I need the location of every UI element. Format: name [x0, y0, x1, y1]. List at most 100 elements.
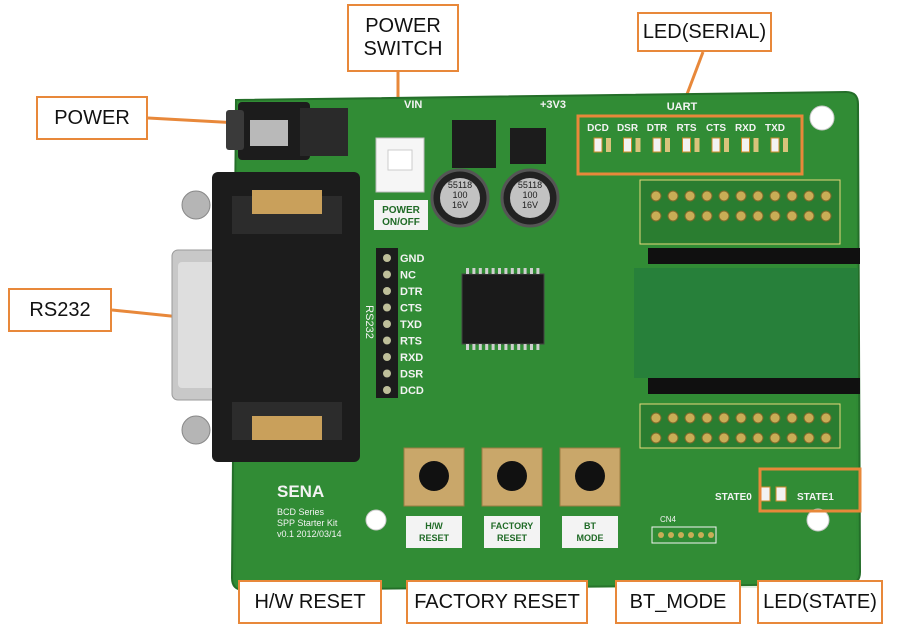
button-label-box — [562, 516, 618, 548]
tact-button-cap — [419, 461, 449, 491]
callout-hw-reset: H/W RESET — [238, 580, 382, 624]
rs232-pin-label: DTR — [400, 286, 423, 298]
ic-pin — [485, 344, 489, 350]
ic-pin — [478, 344, 482, 350]
rs232-pin — [383, 270, 391, 279]
rs232-pin — [383, 336, 391, 345]
ic-pin — [472, 344, 476, 350]
header-pin — [735, 432, 747, 444]
series-text: v0.1 2012/03/14 — [277, 529, 342, 539]
header-pin — [701, 432, 713, 444]
callout-rs232: RS232 — [8, 288, 112, 332]
button-label-line1: FACTORY — [491, 521, 534, 531]
callout-led-serial: LED(SERIAL) — [637, 12, 772, 52]
led-serial-highlight — [576, 114, 804, 176]
ic-pin — [498, 268, 501, 274]
serial-led-label: RXD — [735, 123, 756, 134]
callout-bt-mode: BT_MODE — [615, 580, 741, 624]
header-pin — [752, 210, 764, 222]
series-text: SPP Starter Kit — [277, 518, 338, 528]
header-pin — [684, 412, 696, 424]
ic-pin — [530, 344, 533, 350]
power-onoff-line1: POWER — [382, 205, 421, 216]
serial-led — [652, 137, 662, 153]
ic-pin — [536, 268, 540, 274]
serial-led — [623, 137, 632, 153]
button-label-box — [406, 516, 462, 548]
header-pin — [650, 210, 662, 222]
rs232-pin — [383, 369, 391, 378]
rs232-pin-label: TXD — [400, 319, 422, 331]
module-socket-bottom — [648, 378, 860, 394]
header-pin — [667, 412, 679, 424]
cn4-pin — [658, 532, 664, 538]
capacitor-text: 100 — [452, 190, 467, 200]
serial-led — [741, 137, 750, 153]
ic-pin — [478, 268, 482, 274]
serial-led-label: DTR — [647, 123, 668, 134]
header-pin — [667, 432, 679, 444]
header-pin — [820, 412, 832, 424]
header-pin — [803, 190, 815, 202]
header-pin — [752, 190, 764, 202]
state1-label: STATE1 — [797, 492, 834, 503]
header-pin — [786, 190, 798, 202]
ic-pin — [498, 344, 501, 350]
tact-button-cap — [497, 461, 527, 491]
rs232-pin-label: NC — [400, 270, 416, 282]
button-label-line1: BT — [584, 521, 596, 531]
header-pin — [786, 432, 798, 444]
header-pin — [718, 432, 730, 444]
capacitor-text: 55118 — [518, 180, 542, 190]
header-pin — [650, 190, 662, 202]
button-label-line2: RESET — [419, 533, 450, 543]
header-pin — [735, 190, 747, 202]
led-resistor — [753, 138, 759, 152]
ic-pin — [504, 268, 508, 274]
header-pin — [803, 210, 815, 222]
rs232-pin — [383, 287, 391, 295]
capacitor-text: 16V — [452, 200, 468, 210]
led-resistor — [783, 138, 788, 152]
led-resistor — [724, 138, 729, 152]
rs232-pin-label: DSR — [400, 369, 423, 381]
serial-led — [593, 137, 603, 153]
header-pin — [820, 190, 832, 202]
cn4-pin — [668, 532, 674, 538]
serial-led-label: TXD — [765, 123, 785, 134]
serial-led-label: DSR — [617, 123, 639, 134]
serial-led — [682, 137, 691, 153]
led-resistor — [694, 138, 700, 152]
header-pin — [718, 412, 730, 424]
cn4-pin — [688, 532, 694, 538]
main-ic — [461, 273, 545, 345]
ic-pin — [466, 268, 469, 274]
header-pin — [650, 432, 662, 444]
capacitor — [500, 168, 560, 228]
rs232-pin — [383, 303, 391, 312]
button-label-line1: H/W — [425, 521, 443, 531]
header-pin — [667, 190, 679, 202]
header-pin — [684, 432, 696, 444]
callout-power: POWER — [36, 96, 148, 140]
v33-label: +3V3 — [540, 99, 566, 111]
button-label-line2: RESET — [497, 533, 528, 543]
ic-pin — [510, 268, 514, 274]
ic-pin — [491, 268, 495, 274]
serial-led — [711, 137, 721, 153]
callout-led-state: LED(STATE) — [757, 580, 883, 624]
header-pin — [667, 210, 679, 222]
ic-pin — [517, 344, 521, 350]
header-pin — [718, 190, 730, 202]
header-pin — [769, 210, 781, 222]
ic-pin — [530, 268, 533, 274]
callout-power-switch: POWER SWITCH — [347, 4, 459, 72]
mounting-hole — [806, 508, 830, 532]
button-label-line2: MODE — [577, 533, 604, 543]
header-pin — [735, 412, 747, 424]
uart-label: UART — [667, 101, 698, 113]
header-pin — [769, 412, 781, 424]
power-jack — [226, 102, 348, 160]
cn4-pin — [698, 532, 704, 538]
